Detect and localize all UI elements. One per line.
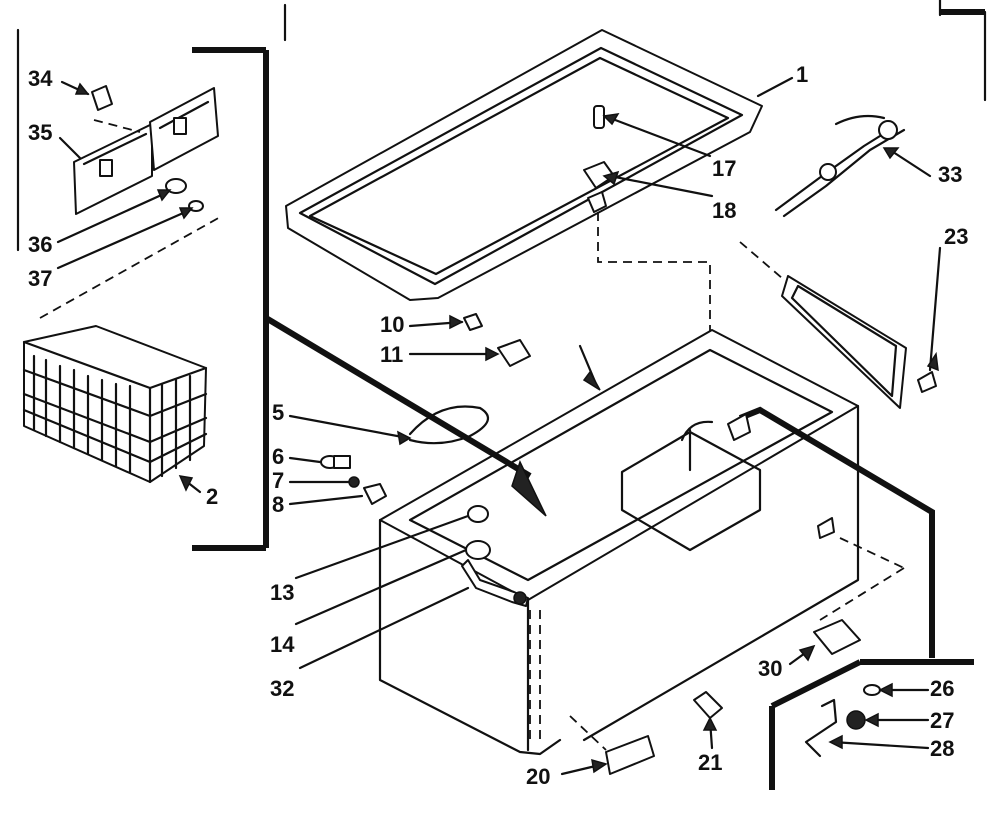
grommet-27-part [846, 710, 866, 730]
callout-6: 6 [272, 444, 284, 469]
cabinet-body [378, 329, 860, 756]
washer-7-part [348, 476, 360, 488]
callout-23: 23 [944, 224, 968, 249]
drain-tube-32-part [461, 559, 529, 607]
leader-lines [56, 76, 942, 776]
lock-13-part [467, 505, 489, 523]
callout-28: 28 [930, 736, 954, 761]
hinge-screw-part [593, 105, 605, 129]
leader-arrowheads [74, 82, 939, 774]
callout-27: 27 [930, 708, 954, 733]
lid-hinge-part [583, 161, 615, 213]
foot-20-part [605, 735, 655, 775]
callout-2: 2 [206, 484, 218, 509]
callout-32: 32 [270, 676, 294, 701]
callout-14: 14 [270, 632, 295, 657]
roller-30-part [813, 619, 861, 655]
knob-6-part [320, 455, 351, 469]
lower-right-bracket [769, 659, 974, 790]
callout-11: 11 [380, 342, 403, 367]
callout-21: 21 [698, 750, 722, 775]
basket-placement-arrow [264, 315, 547, 517]
callout-labels: 1 17 18 33 23 34 35 36 37 10 11 5 6 7 8 … [28, 62, 968, 789]
bracket-11-part [497, 339, 531, 367]
bracket-28-part [804, 698, 838, 758]
callout-33: 33 [938, 162, 962, 187]
top-right-bracket [938, 0, 987, 102]
divider-35-part [73, 87, 219, 215]
callout-18: 18 [712, 198, 736, 223]
callout-20: 20 [526, 764, 550, 789]
plug-21-part [693, 691, 723, 719]
thermostat-bulb-5-part [408, 405, 490, 445]
callout-7: 7 [272, 468, 284, 493]
basket-group-bracket [16, 3, 287, 551]
clip-34-part [91, 85, 113, 111]
screw-26-part [863, 684, 881, 696]
callout-1: 1 [796, 62, 808, 87]
callout-13: 13 [270, 580, 294, 605]
callout-35: 35 [28, 120, 52, 145]
callout-37: 37 [28, 266, 52, 291]
lock-14-part [465, 540, 491, 560]
callout-26: 26 [930, 676, 954, 701]
rear-panel-part [781, 275, 937, 409]
screw-10-part [463, 313, 483, 331]
wire-basket-part [22, 325, 208, 484]
lid-part [285, 29, 763, 301]
callout-34: 34 [28, 66, 53, 91]
callout-5: 5 [272, 400, 284, 425]
callout-17: 17 [712, 156, 736, 181]
power-cord-part [774, 114, 906, 218]
nut-8-part [363, 483, 387, 505]
wiring-harness [727, 406, 935, 658]
callout-8: 8 [272, 492, 284, 517]
callout-10: 10 [380, 312, 404, 337]
callout-36: 36 [28, 232, 52, 257]
callout-30: 30 [758, 656, 782, 681]
